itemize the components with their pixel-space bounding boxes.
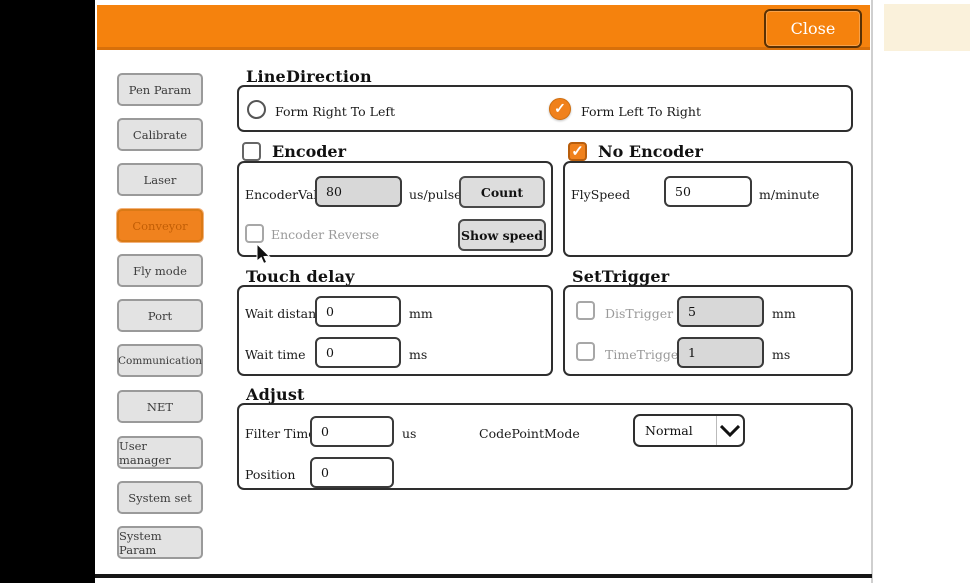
group-encoder: Encoder EncoderValue us/pulse Count Enco…	[237, 141, 553, 257]
no-encoder-checkbox[interactable]: ✓	[568, 141, 587, 161]
distrigger-checkbox[interactable]	[576, 301, 595, 320]
group-set-trigger: SetTrigger DisTrigger mm TimeTrigger ms	[563, 267, 853, 376]
position-label: Position	[245, 467, 296, 482]
sidebar-item-system-set[interactable]: System set	[117, 481, 203, 514]
group-adjust: Adjust Filter Time us CodePointMode Norm…	[237, 385, 853, 490]
encodervalue-unit: us/pulse	[409, 187, 462, 202]
wait-time-input[interactable]	[315, 337, 401, 368]
sidebar-item-laser[interactable]: Laser	[117, 163, 203, 196]
timetrigger-checkbox[interactable]	[576, 342, 595, 361]
group-title-adjust: Adjust	[246, 385, 305, 404]
close-button[interactable]: Close	[764, 9, 862, 48]
wait-distance-unit: mm	[409, 306, 433, 321]
sidebar-item-communication[interactable]: Communication	[117, 344, 203, 377]
radio-label-form-left-to-right: Form Left To Right	[581, 104, 701, 119]
group-line-direction: LineDirection Form Right To Left ✓ Form …	[237, 67, 853, 132]
sidebar-item-user-manager[interactable]: User manager	[117, 436, 203, 469]
sidebar-item-fly-mode[interactable]: Fly mode	[117, 254, 203, 287]
sidebar-item-conveyor[interactable]: Conveyor	[117, 209, 203, 242]
chevron-down-icon	[717, 424, 743, 437]
distrigger-unit: mm	[772, 306, 796, 321]
distrigger-input	[677, 296, 764, 327]
timetrigger-label: TimeTrigger	[605, 347, 685, 362]
right-gutter	[873, 0, 970, 583]
decor-block	[884, 4, 970, 51]
group-title-touch-delay: Touch delay	[246, 267, 355, 286]
encoder-checkbox[interactable]	[242, 141, 261, 161]
sidebar-item-calibrate[interactable]: Calibrate	[117, 118, 203, 151]
encoder-reverse-checkbox[interactable]	[245, 224, 264, 243]
dropdown-separator	[716, 416, 717, 445]
title-bar: Close	[97, 5, 870, 50]
encodervalue-label: EncoderValue	[245, 187, 333, 202]
sidebar-item-system-param[interactable]: System Param	[117, 526, 203, 559]
panel-bottom-border	[95, 574, 872, 578]
group-no-encoder: ✓ No Encoder FlySpeed m/minute	[563, 141, 853, 257]
flyspeed-label: FlySpeed	[571, 187, 631, 202]
position-input[interactable]	[310, 457, 394, 488]
show-speed-button[interactable]: Show speed	[458, 219, 546, 251]
wait-distance-label: Wait distance	[245, 306, 331, 321]
encoder-reverse-label: Encoder Reverse	[271, 227, 380, 242]
sidebar-item-port[interactable]: Port	[117, 299, 203, 332]
timetrigger-input	[677, 337, 764, 368]
distrigger-label: DisTrigger	[605, 306, 674, 321]
flyspeed-input[interactable]	[664, 176, 752, 207]
radio-form-left-to-right[interactable]: ✓	[549, 98, 571, 120]
group-title-no-encoder: No Encoder	[598, 141, 703, 161]
codepointmode-label: CodePointMode	[479, 426, 580, 441]
encodervalue-input	[315, 176, 402, 207]
codepointmode-select[interactable]: Normal	[633, 414, 745, 447]
wait-time-label: Wait time	[245, 347, 306, 362]
sidebar-item-pen-param[interactable]: Pen Param	[117, 73, 203, 106]
wait-time-unit: ms	[409, 347, 428, 362]
count-button[interactable]: Count	[459, 176, 545, 208]
radio-label-form-right-to-left: Form Right To Left	[275, 104, 395, 119]
codepointmode-value: Normal	[645, 423, 693, 438]
wait-distance-input[interactable]	[315, 296, 401, 327]
sidebar-item-net[interactable]: NET	[117, 390, 203, 423]
filter-time-input[interactable]	[310, 416, 394, 447]
timetrigger-unit: ms	[772, 347, 791, 362]
filter-time-unit: us	[402, 426, 417, 441]
group-title-set-trigger: SetTrigger	[572, 267, 670, 286]
group-title-line-direction: LineDirection	[246, 67, 372, 86]
radio-form-right-to-left[interactable]	[247, 100, 266, 119]
filter-time-label: Filter Time	[245, 426, 316, 441]
group-title-encoder: Encoder	[272, 141, 347, 161]
flyspeed-unit: m/minute	[759, 187, 820, 202]
panel-right-border	[871, 0, 873, 583]
group-touch-delay: Touch delay Wait distance mm Wait time m…	[237, 267, 553, 376]
